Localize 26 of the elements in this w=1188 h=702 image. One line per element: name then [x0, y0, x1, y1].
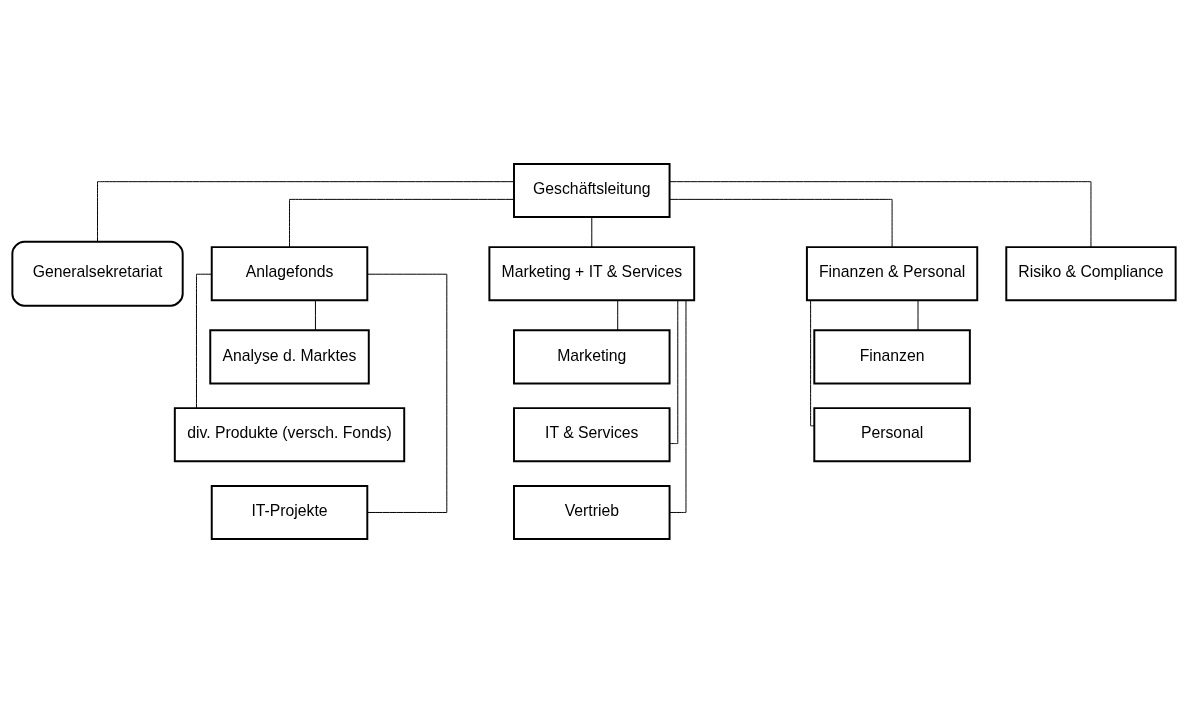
connector — [669, 180, 1092, 248]
connector — [314, 299, 316, 331]
connector — [97, 180, 515, 242]
node-box: Finanzen — [813, 328, 971, 384]
node-box: Personal — [813, 406, 971, 462]
node-box: Risiko & Compliance — [1005, 245, 1177, 301]
connector — [367, 273, 448, 513]
connector — [289, 198, 515, 247]
connector — [669, 198, 893, 247]
node-box: IT & Services — [513, 406, 671, 462]
node-box: Anlagefonds — [210, 245, 369, 301]
connector — [917, 299, 919, 331]
node-box: IT-Projekte — [210, 484, 369, 540]
node-box: Marketing + IT & Services — [488, 245, 696, 301]
node-box: Finanzen & Personal — [805, 245, 979, 301]
node-box: Vertrieb — [513, 484, 671, 540]
connector — [617, 299, 619, 331]
node-box: Geschäftsleitung — [513, 162, 671, 218]
connector — [591, 216, 593, 247]
connector — [196, 273, 212, 408]
connector — [810, 299, 815, 426]
node-box: Generalsekretariat — [11, 240, 184, 307]
connector — [669, 299, 679, 444]
node-box: div. Produkte (versch. Fonds) — [173, 406, 406, 462]
node-box: Marketing — [513, 328, 671, 384]
node-box: Analyse d. Marktes — [209, 328, 370, 384]
